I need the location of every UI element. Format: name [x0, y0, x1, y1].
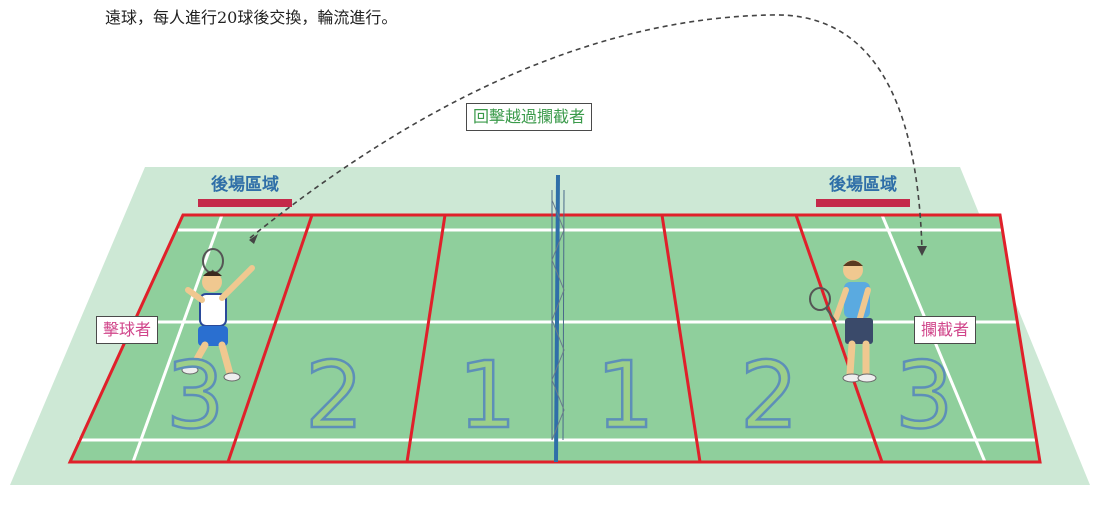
return-over-label: 回擊越過攔截者 [466, 103, 593, 131]
interceptor-figure [809, 260, 877, 383]
caption-text: 遠球，每人進行20球後交換，輪流進行。 [105, 8, 398, 27]
flight-path [249, 14, 923, 251]
back-zone-left: 後場區域 [190, 170, 300, 207]
zone-borders [67, 213, 1042, 464]
back-zone-right-bar [816, 199, 910, 207]
back-zone-right-label: 後場區域 [829, 175, 897, 195]
back-zone-left-bar [198, 199, 292, 207]
zone-number-right-2: 2 [739, 342, 800, 449]
zone-number-left-2: 2 [304, 342, 365, 449]
back-zone-right: 後場區域 [808, 170, 918, 207]
zone-number-right-3: 3 [894, 342, 955, 449]
zone-number-right-1: 1 [595, 342, 656, 449]
zone-number-left-1: 1 [457, 342, 518, 449]
arrow-head-right [917, 246, 927, 256]
arrow-head-left [249, 234, 258, 244]
back-zone-left-label: 後場區域 [211, 175, 279, 195]
zone-number-left-3: 3 [165, 342, 226, 449]
interceptor-label: 攔截者 [914, 316, 977, 344]
hitter-label: 擊球者 [96, 316, 159, 344]
hitter-figure [181, 248, 255, 382]
